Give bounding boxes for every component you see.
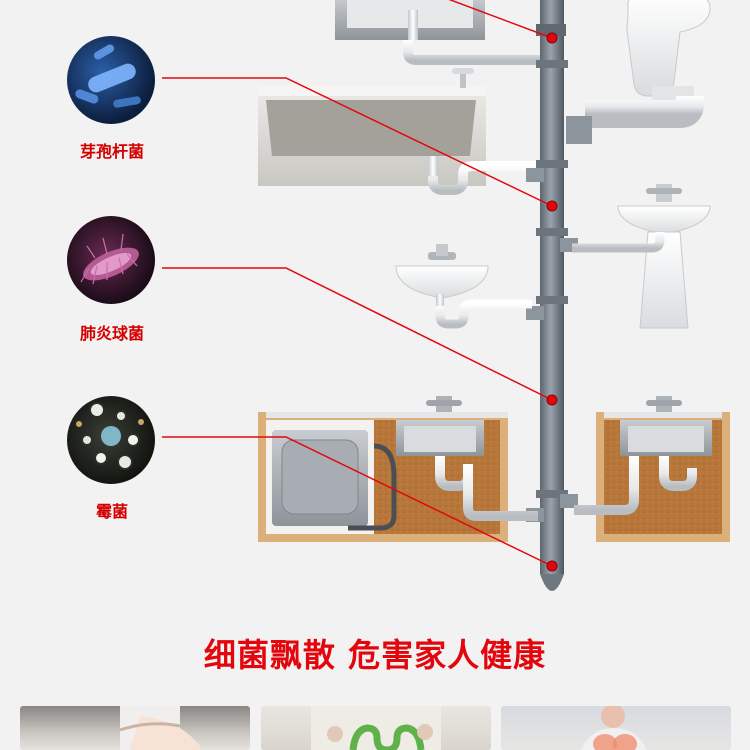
- right-cabinet: [574, 396, 730, 542]
- bacillus-label: 芽孢杆菌: [79, 142, 144, 161]
- toilet: [566, 0, 711, 144]
- bathtub: [258, 68, 545, 195]
- stack-pipe: [526, 0, 578, 591]
- mold-icon: [67, 396, 155, 484]
- photo-intestine: [261, 706, 491, 750]
- left-cabinet: [258, 396, 538, 542]
- photo-lungs: [501, 706, 731, 750]
- pneumococcus-label: 肺炎球菌: [79, 324, 144, 343]
- wall-basin: [395, 244, 532, 329]
- pneumococcus-icon: [67, 216, 155, 304]
- callout-lines: [162, 0, 553, 567]
- pedestal-basin: [572, 184, 711, 329]
- mold-label: 霉菌: [95, 502, 128, 521]
- top-sink: [335, 0, 546, 65]
- callout-dots: [546, 32, 558, 572]
- bacillus-icon: [67, 36, 155, 124]
- headline: 细菌飘散 危害家人健康: [203, 636, 547, 674]
- photo-stomach-ache: [20, 706, 250, 750]
